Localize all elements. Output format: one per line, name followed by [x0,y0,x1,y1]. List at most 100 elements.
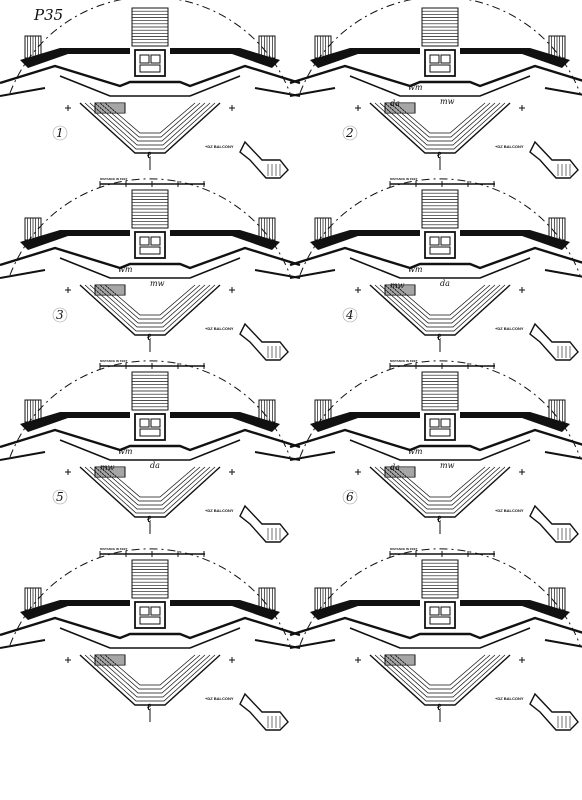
seating-row [89,654,211,698]
sightline-arc [9,0,291,94]
seating-row [99,466,201,502]
seating-row [379,284,501,328]
handwritten-mark: mw [440,461,455,470]
wall-left [310,230,420,250]
center-booth [134,231,166,259]
stair-block [24,399,42,423]
handwritten-mark: mw [150,279,165,288]
seating-row [99,654,201,690]
wall-right [170,48,280,68]
panel-number: 6 [346,490,354,504]
stair-block [258,35,276,59]
seating-row [94,654,206,694]
centerline-label: ℓ [147,332,152,342]
balcony-inset: +DZ BALCONY [205,322,289,361]
stair-block [24,217,42,241]
centerline-label: ℓ [147,702,152,712]
booth-cell [429,606,440,616]
seating-v-outer [369,654,511,706]
stair-block [421,559,459,599]
balcony-label: +DZ BALCONY [205,326,234,331]
stair-block [131,7,169,47]
center-booth [424,601,456,629]
seating-row [379,466,501,510]
handwritten-mark: wm [408,83,423,92]
balcony-shape [529,322,579,361]
handwritten-mark: mw [440,97,455,106]
panel-number: 3 [56,308,64,322]
center-booth [424,231,456,259]
balcony-inset: +DZ BALCONY [495,504,579,543]
wall-edge-left [289,269,336,279]
seating-row [104,654,196,686]
scale-label: DISTANCE IN FEET [390,547,418,551]
booth-cell [429,64,451,73]
balcony-label: +DZ BALCONY [205,696,234,701]
booth-cell [429,246,451,255]
wall-main [289,246,582,270]
center-booth [424,49,456,77]
handwritten-mark: da [390,99,400,108]
wall-edge-left [289,87,336,97]
stair-block [421,189,459,229]
wall-inner [349,439,531,461]
booth-cell [150,236,161,246]
centerline-label: ℓ [437,332,442,342]
wall-left [20,230,130,250]
balcony-inset: +DZ BALCONY [205,504,289,543]
seating-row [379,102,501,146]
stair-block [548,399,566,423]
stair-block [314,587,332,611]
wall-edge-right [544,639,582,648]
wall-right [170,600,280,620]
wall-inner [349,257,531,279]
balcony-shape [239,504,289,543]
seating-row [89,102,211,146]
center-booth [134,49,166,77]
panel-number: 1 [56,126,64,140]
stair-block [314,399,332,423]
wall-edge-left [289,451,336,461]
seating-row [394,466,486,498]
balcony-label: +DZ BALCONY [495,144,524,149]
wall-main [0,64,301,88]
wall-inner [349,75,531,97]
wall-inner [349,627,531,649]
stair-block [384,284,416,296]
seating-row [379,654,501,698]
seating-v-outer [369,102,511,154]
wall-edge-right [544,269,582,278]
wall-edge-left [0,451,46,461]
handwritten-mark: da [440,279,450,288]
booth-cell [139,246,161,255]
booth-cell [150,418,161,428]
balcony-shape [239,140,289,179]
seating-v-outer [79,654,221,706]
stair-block [314,35,332,59]
seating-row [89,466,211,510]
seating-row [384,284,496,324]
handwritten-mark: wm [118,447,133,456]
balcony-shape [529,692,579,731]
seating-row [99,102,201,138]
seating-row [389,654,491,690]
seating-row [89,284,211,328]
seating-row [84,102,216,150]
panel-number: 4 [345,308,354,322]
seating-row [84,466,216,514]
handwritten-mark: da [390,463,400,472]
seating-row [99,284,201,320]
wall-inner [59,627,241,649]
wall-main [0,616,301,640]
panel-number-circle [52,489,68,505]
balcony-label: +DZ BALCONY [205,144,234,149]
wall-edge-left [0,639,46,649]
wall-main [0,246,301,270]
balcony-shape [239,322,289,361]
seating-row [94,466,206,506]
scale-label: DISTANCE IN FEET [100,359,128,363]
